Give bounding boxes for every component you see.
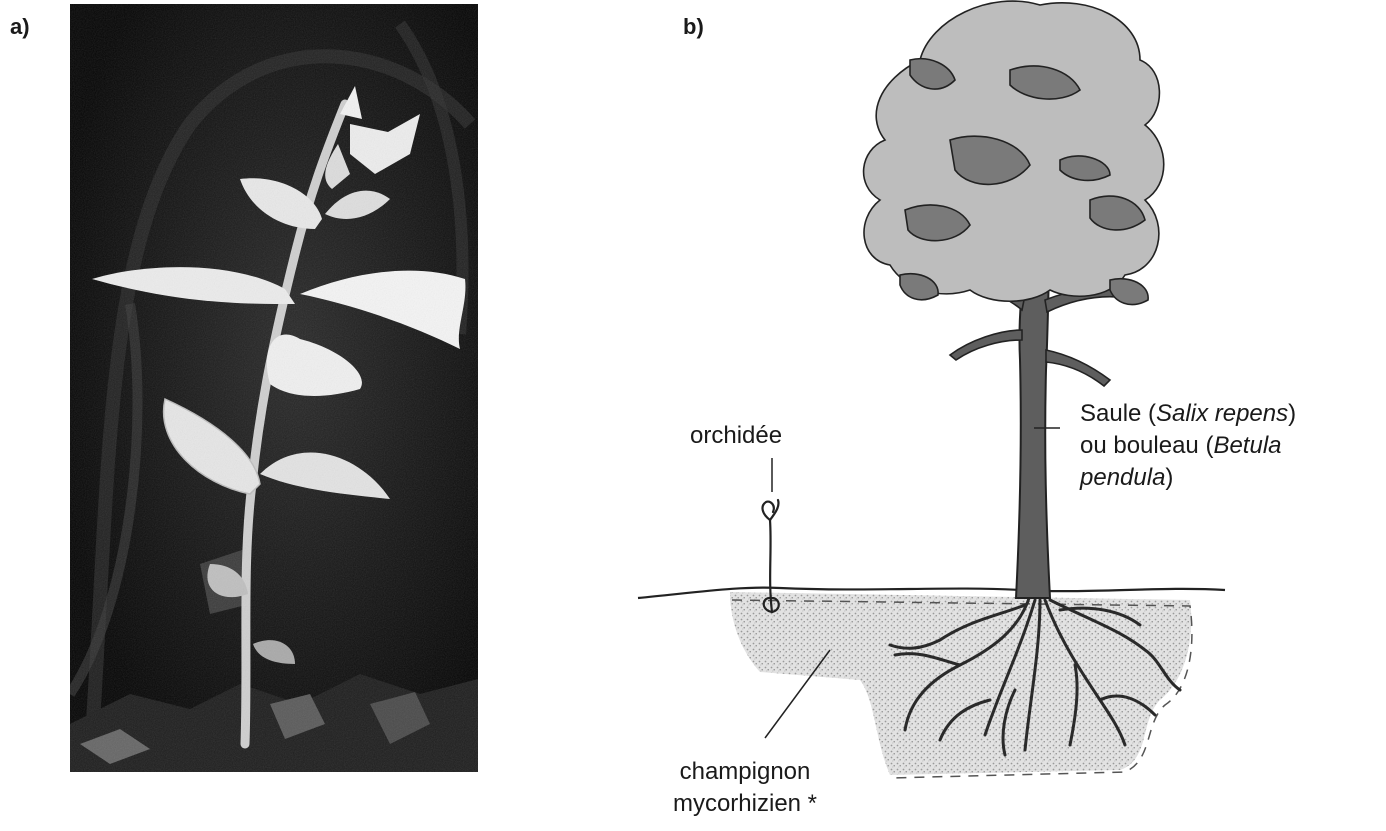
photo-drawing [70,4,478,772]
fungus-label-line2: mycorhizien * [655,788,835,820]
orchid-label: orchidée [690,420,782,452]
fungus-label-line1: champignon [655,756,835,788]
tree-label: Saule (Salix repens) ou bouleau (Betula … [1080,398,1296,494]
tree-label-line1: Saule (Salix repens) [1080,398,1296,430]
tree-label-line3: pendula) [1080,462,1296,494]
fungus-label: champignon mycorhizien * [655,756,835,820]
panel-a-label: a) [10,14,30,40]
orchid-plant-photo [70,4,478,772]
tree-canopy [864,1,1164,304]
tree-label-line2: ou bouleau (Betula [1080,430,1296,462]
fungal-mycelium-area [730,592,1191,775]
